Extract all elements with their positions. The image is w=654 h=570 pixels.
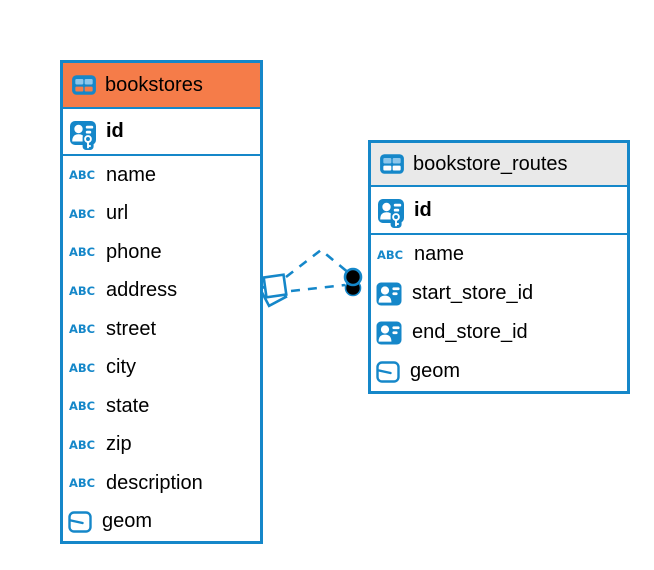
text-type-icon: ABC (68, 283, 96, 298)
column-row-address[interactable]: ABC address (63, 272, 260, 311)
relationship-line-upper[interactable] (285, 248, 351, 279)
primary-key-name: id (414, 198, 432, 221)
relationship-source-marker[interactable] (258, 273, 288, 308)
column-row-primary-key[interactable]: id (371, 187, 627, 235)
column-name: url (106, 202, 129, 225)
foreign-key-icon (376, 282, 402, 306)
column-row-description[interactable]: ABC description (63, 464, 260, 503)
table-title: bookstores (105, 74, 203, 96)
primary-key-name: id (106, 120, 124, 142)
table-entity-bookstore_routes[interactable]: bookstore_routes id (368, 140, 630, 394)
text-type-icon: ABC (68, 206, 96, 221)
relationship-target-marker[interactable] (343, 267, 363, 297)
endpoint-dot-front-icon (343, 267, 363, 287)
table-header-bookstore_routes[interactable]: bookstore_routes (371, 143, 627, 187)
column-row-city[interactable]: ABC city (63, 349, 260, 388)
column-name: description (106, 471, 203, 494)
text-type-icon: ABC (68, 245, 96, 260)
table-header-bookstores[interactable]: bookstores (63, 63, 260, 109)
column-row-end_store_id[interactable]: end_store_id (371, 313, 627, 352)
text-type-icon: ABC (68, 322, 96, 337)
text-type-icon: ABC (376, 247, 404, 262)
column-row-url[interactable]: ABC url (63, 195, 260, 234)
primary-key-icon (69, 120, 97, 150)
geometry-icon (68, 511, 92, 533)
text-type-icon: ABC (68, 360, 96, 375)
column-row-geom[interactable]: geom (63, 503, 260, 542)
geometry-icon (376, 360, 400, 383)
column-name: geom (410, 360, 461, 382)
column-name: street (106, 317, 157, 340)
column-name: name (106, 163, 157, 186)
text-type-icon: ABC (68, 168, 96, 183)
column-name: name (414, 243, 465, 265)
column-row-state[interactable]: ABC state (63, 387, 260, 426)
stacked-card-front-icon (262, 273, 288, 299)
table-title: bookstore_routes (413, 153, 568, 175)
column-name: phone (106, 240, 162, 263)
column-name: city (106, 356, 136, 379)
foreign-key-icon (376, 321, 402, 345)
text-type-icon: ABC (68, 437, 96, 452)
text-type-icon: ABC (68, 399, 96, 414)
column-row-start_store_id[interactable]: start_store_id (371, 274, 627, 313)
table-entity-bookstores[interactable]: bookstores id (60, 60, 263, 544)
column-name: address (106, 279, 178, 302)
column-name: geom (102, 510, 153, 533)
table-icon (379, 153, 405, 175)
relationship-line-lower[interactable] (290, 283, 346, 293)
column-row-zip[interactable]: ABC zip (63, 426, 260, 465)
column-name: state (106, 394, 150, 417)
column-name: start_store_id (412, 282, 534, 304)
column-row-phone[interactable]: ABC phone (63, 233, 260, 272)
column-row-geom[interactable]: geom (371, 352, 627, 391)
column-row-street[interactable]: ABC street (63, 310, 260, 349)
column-name: zip (106, 433, 132, 456)
primary-key-icon (377, 198, 405, 228)
column-row-name[interactable]: ABC name (371, 235, 627, 274)
column-row-primary-key[interactable]: id (63, 109, 260, 156)
column-row-name[interactable]: ABC name (63, 156, 260, 195)
column-name: end_store_id (412, 321, 528, 343)
table-icon (71, 74, 97, 96)
text-type-icon: ABC (68, 476, 96, 491)
